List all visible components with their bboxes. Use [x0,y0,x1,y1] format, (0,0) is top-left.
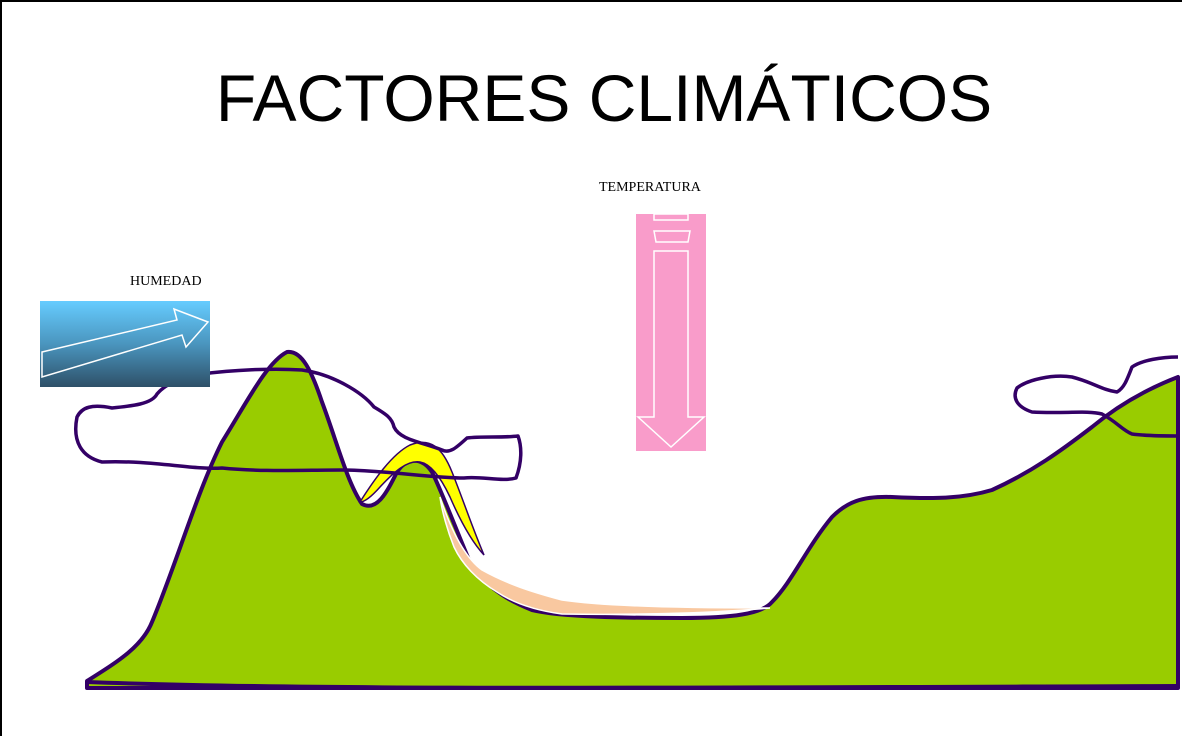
sediment-strip [439,496,771,616]
snow-band [358,441,485,556]
slide-title: FACTORES CLIMÁTICOS [215,61,993,135]
left-cloud [74,367,523,482]
humidity-arrow-icon [40,301,210,387]
temperature-arrow-icon [636,213,706,451]
temperature-label: TEMPERATURA [599,180,701,195]
land-mass [85,349,1180,690]
right-cloud [1013,355,1179,438]
humidity-label: HUMEDAD [130,274,202,289]
base-line [85,680,1180,690]
